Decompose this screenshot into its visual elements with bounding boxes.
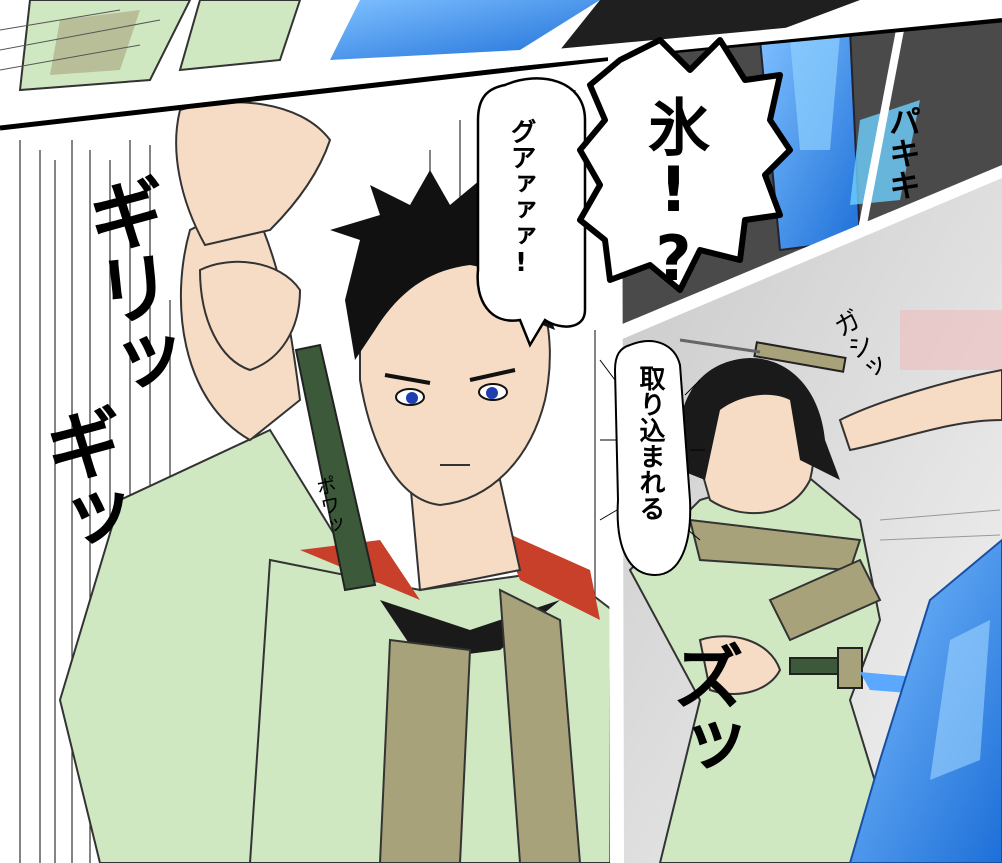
speech-bubble — [476, 77, 587, 348]
shout-bubble — [577, 37, 793, 293]
sfx-draw-text: ズッ — [660, 640, 744, 776]
sfx-crack-text: パキキ — [884, 105, 922, 201]
shout-text: 氷!? — [637, 95, 710, 291]
narration-bubble — [613, 340, 692, 577]
bottom-right-panel — [620, 178, 1002, 863]
speech-text: グアァァァ! — [506, 118, 536, 278]
top-strip-panel — [0, 0, 1002, 95]
left-panel — [0, 58, 613, 863]
narration-text: 取り込まれる — [635, 365, 665, 521]
narration-burst-lines — [599, 359, 705, 541]
